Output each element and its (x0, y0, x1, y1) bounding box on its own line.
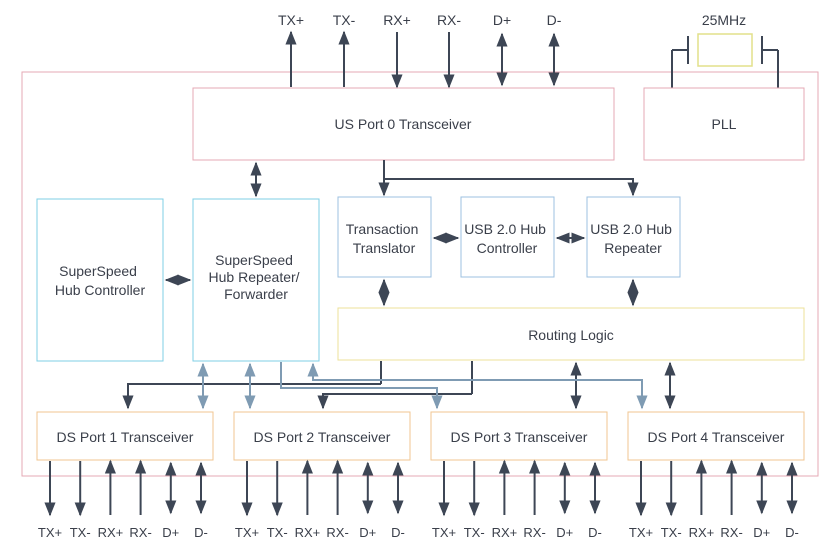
us-pin-label: TX- (333, 12, 356, 28)
ds-port-4-label: DS Port 4 Transceiver (648, 429, 785, 445)
ds-pin-label: RX- (720, 525, 742, 540)
ds-pin-label: RX+ (295, 525, 321, 540)
us-pin-arrows (285, 30, 560, 89)
ss-hub-controller-block (36, 198, 164, 362)
ds-pin-label: TX- (70, 525, 91, 540)
usb2-hub-controller-label: USB 2.0 Hub Controller (464, 221, 550, 256)
crystal-label: 25MHz (702, 12, 746, 28)
routing-logic-label: Routing Logic (528, 327, 614, 343)
pll-block (643, 87, 805, 161)
ds-pin-label: D- (391, 525, 405, 540)
ss-hub-repeater-label: SuperSpeed Hub Repeater/ Forwarder (209, 252, 304, 302)
usb2-hub-repeater-label: USB 2.0 Hub Repeater (590, 221, 676, 256)
crystal: 25MHz (671, 12, 779, 88)
crystal-body (697, 33, 753, 67)
ds-port-2-label: DS Port 2 Transceiver (254, 429, 391, 445)
us-pin-label: D+ (493, 12, 511, 28)
chip-boundary (21, 71, 819, 477)
ds-pin-label: D- (194, 525, 208, 540)
us-port-block (192, 87, 615, 161)
ds-pin-label: TX+ (38, 525, 62, 540)
us-port-label: US Port 0 Transceiver (335, 116, 472, 132)
routing-logic-block (337, 307, 805, 361)
usb2-hub-repeater-block (586, 196, 681, 278)
us-pin-label: RX+ (383, 12, 411, 28)
ds-pin-label: RX- (326, 525, 348, 540)
ds-pin-label: TX- (464, 525, 485, 540)
ds-pin-label: D+ (753, 525, 770, 540)
ds-pin-label: RX+ (492, 525, 518, 540)
usb2-hub-controller-block (460, 196, 555, 278)
ss-hub-repeater-block (192, 198, 320, 362)
ds-pin-label: D+ (359, 525, 376, 540)
us-pin-label: TX+ (278, 12, 304, 28)
ds-pin-label: D+ (556, 525, 573, 540)
ds-pin-label: TX+ (629, 525, 653, 540)
ds-pin-label: TX- (267, 525, 288, 540)
ds-port-1-label: DS Port 1 Transceiver (57, 429, 194, 445)
ds-pin-groups: TX+ TX- RX+ RX- D+ D- TX+ TX- RX+ RX- D+ D- TX+ TX- RX… (38, 459, 799, 540)
ds-port-3-block (430, 411, 608, 461)
ds-pin-label: RX+ (689, 525, 715, 540)
ds-pin-label: RX+ (98, 525, 124, 540)
ds-port-2-block (233, 411, 411, 461)
ds-pin-label: TX+ (432, 525, 456, 540)
transaction-translator-block (337, 196, 432, 278)
ds-pin-label: D- (588, 525, 602, 540)
superspeed-routing-lines (197, 362, 648, 410)
ds-pin-label: D- (785, 525, 799, 540)
usb2-routing-lines (122, 361, 676, 410)
pll-label: PLL (712, 116, 737, 132)
ds-pin-label: TX+ (235, 525, 259, 540)
ds-port-3-label: DS Port 3 Transceiver (451, 429, 588, 445)
us-pin-labels: TX+ TX- RX+ RX- D+ D- (278, 12, 562, 28)
ds-pin-label: RX- (129, 525, 151, 540)
ss-hub-controller-label: SuperSpeed Hub Controller (55, 263, 146, 298)
ds-port-4-block (627, 411, 805, 461)
ds-pin-label: RX- (523, 525, 545, 540)
internal-arrows (164, 160, 639, 307)
us-pin-label: RX- (437, 12, 461, 28)
transaction-translator-label: Transaction Translator (346, 221, 423, 256)
ds-port-1-block (36, 411, 214, 461)
us-pin-label: D- (547, 12, 562, 28)
ds-pin-label: D+ (162, 525, 179, 540)
ds-pin-label: TX- (661, 525, 682, 540)
